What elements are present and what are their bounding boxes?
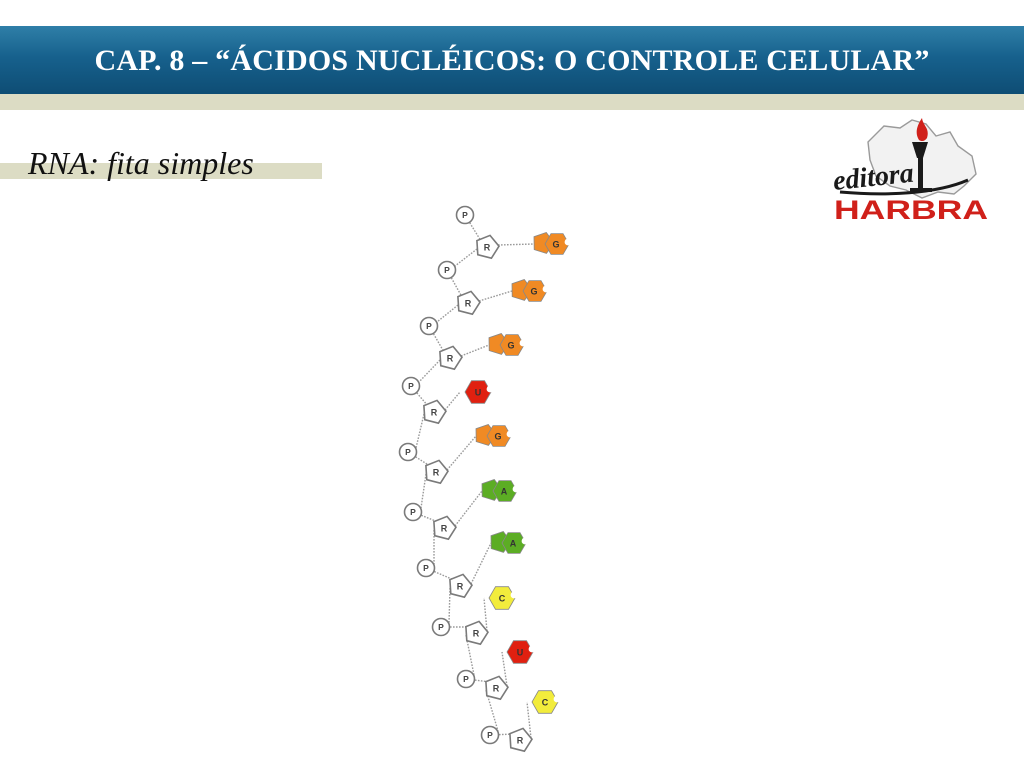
ribose-phosphate-bond: [418, 359, 441, 383]
glycosidic-bond: [454, 490, 483, 527]
ribose-label: R: [484, 243, 491, 253]
phosphate-icon: P: [456, 669, 476, 689]
phosphate-label: P: [438, 622, 444, 632]
phosphate-ribose-bond: [428, 325, 445, 353]
nitrogenous-bases: G G G U G A A C U C: [444, 232, 572, 739]
ribose-icon: R: [476, 234, 500, 260]
base-label: U: [475, 388, 482, 398]
phosphate-label: P: [410, 507, 416, 517]
nucleotide-units: R R R R R R R R R R P P P P P P P P P P: [398, 205, 533, 753]
ribose-phosphate-bond: [454, 248, 478, 267]
ribose-icon: R: [425, 459, 449, 485]
ribose-label: R: [441, 524, 448, 534]
phosphate-label: P: [426, 321, 432, 331]
ribose-phosphate-bond: [415, 413, 425, 449]
base-u-icon: U: [464, 380, 494, 404]
logo-text-harbra: HARBRA: [834, 195, 988, 225]
base-g-icon: G: [511, 279, 550, 302]
base-label: G: [494, 432, 501, 442]
base-label: G: [507, 341, 514, 351]
ribose-label: R: [473, 629, 480, 639]
glycosidic-bond: [497, 243, 535, 246]
ribose-label: R: [457, 582, 464, 592]
ribose-icon: R: [433, 515, 457, 541]
base-g-icon: G: [475, 424, 514, 447]
torch-icon: [910, 118, 932, 192]
ribose-icon: R: [439, 345, 463, 371]
phosphate-label: P: [462, 210, 468, 220]
slide-subtitle: RNA: fita simples: [28, 145, 254, 181]
base-label: A: [510, 539, 517, 549]
glycosidic-bond: [526, 701, 532, 739]
base-g-icon: G: [488, 333, 527, 356]
glycosidic-bond: [446, 435, 477, 471]
ribose-label: R: [447, 354, 454, 364]
ribose-icon: R: [423, 399, 447, 425]
ribose-label: R: [431, 408, 438, 418]
phosphate-ribose-bond: [425, 567, 455, 581]
title-bar: [0, 26, 1024, 94]
glycosidic-bond: [470, 542, 492, 585]
phosphate-label: P: [463, 674, 469, 684]
base-u-icon: U: [506, 640, 536, 664]
phosphate-label: P: [408, 381, 414, 391]
phosphate-icon: P: [398, 442, 418, 462]
phosphate-label: P: [487, 730, 493, 740]
base-a-icon: A: [490, 531, 529, 554]
base-label: C: [499, 594, 506, 604]
phosphate-icon: P: [455, 205, 475, 225]
phosphate-icon: P: [416, 558, 436, 578]
slide-title: CAP. 8 – “ÁCIDOS NUCLÉICOS: O CONTROLE C…: [94, 44, 930, 77]
base-a-icon: A: [481, 479, 520, 502]
ribose-label: R: [433, 468, 440, 478]
base-label: G: [552, 240, 559, 250]
phosphate-icon: P: [437, 260, 457, 280]
glycosidic-bond: [444, 391, 461, 411]
glycosidic-bond: [460, 344, 490, 357]
ribose-phosphate-bond: [436, 304, 459, 323]
base-label: A: [501, 487, 508, 497]
phosphate-label: P: [405, 447, 411, 457]
phosphate-icon: P: [419, 316, 439, 336]
ribose-phosphate-bond: [465, 634, 475, 676]
base-c-icon: C: [488, 586, 518, 610]
base-label: G: [530, 287, 537, 297]
phosphate-icon: P: [480, 725, 500, 745]
phosphate-icon: P: [401, 376, 421, 396]
glycosidic-bond: [483, 597, 488, 632]
phosphate-ribose-bond: [464, 214, 482, 242]
ribose-label: R: [517, 736, 524, 746]
ribose-label: R: [465, 299, 472, 309]
ribose-icon: R: [457, 290, 481, 316]
ribose-phosphate-bond: [448, 587, 451, 624]
ribose-phosphate-bond: [420, 473, 427, 509]
phosphate-icon: P: [431, 617, 451, 637]
publisher-logo: editora HARBRA: [831, 118, 988, 225]
base-label: U: [517, 648, 524, 658]
phosphate-label: P: [423, 563, 429, 573]
phosphate-icon: P: [403, 502, 423, 522]
phosphate-ribose-bond: [446, 269, 463, 298]
base-g-icon: G: [533, 232, 572, 255]
ribose-icon: R: [449, 573, 473, 599]
phosphate-label: P: [444, 265, 450, 275]
sugar-phosphate-backbone: [407, 214, 515, 736]
subtitle-underline-band: [0, 163, 322, 179]
title-bar-underline: [0, 94, 1024, 110]
base-label: C: [542, 698, 549, 708]
ribose-icon: R: [465, 620, 489, 646]
base-c-icon: C: [531, 690, 561, 714]
glycosidic-bond: [478, 290, 513, 302]
ribose-icon: R: [485, 675, 509, 701]
ribose-label: R: [493, 684, 500, 694]
ribose-icon: R: [509, 727, 533, 753]
